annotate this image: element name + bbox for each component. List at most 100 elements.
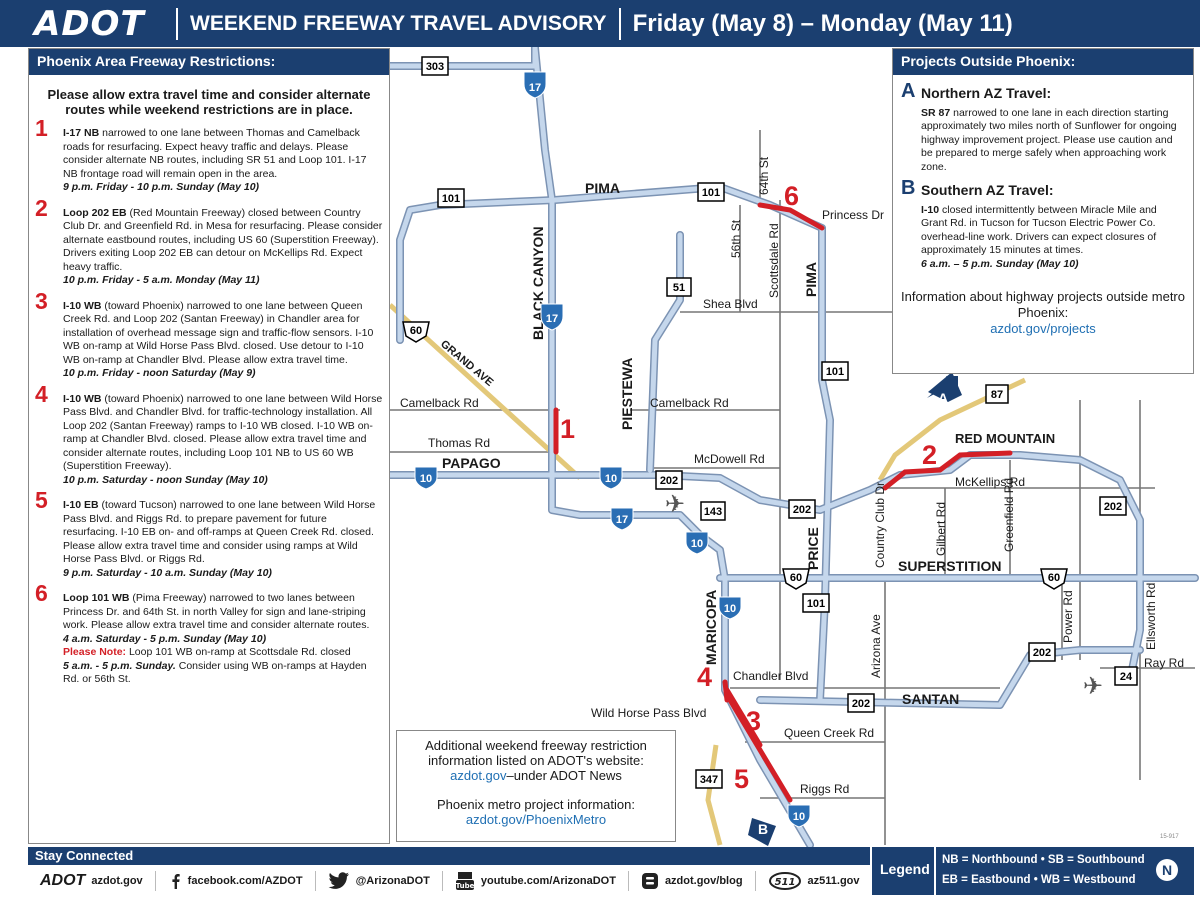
header-divider [618, 7, 621, 40]
social-facebook[interactable]: facebook.com/AZDOT [156, 871, 316, 891]
youtube-icon: Tube [456, 872, 475, 890]
shield-202: 202 [655, 470, 683, 490]
label-ray-rd: Ray Rd [1144, 656, 1184, 670]
svg-text:202: 202 [1104, 501, 1122, 513]
label-pima-east: PIMA [803, 262, 819, 297]
shield-202: 202 [788, 499, 816, 519]
svg-text:303: 303 [426, 61, 444, 73]
restriction-item-3: 3 I-10 WB (toward Phoenix) narrowed to o… [35, 287, 374, 379]
label-wild-horse-pass-blvd: Wild Horse Pass Blvd [591, 706, 706, 720]
label-mckellips-rd: McKellips Rd [955, 475, 1025, 489]
facebook-icon [172, 874, 180, 889]
social-az511[interactable]: 511 az511.gov [756, 871, 872, 891]
restriction-item-5: 5 I-10 EB (toward Tucson) narrowed to on… [35, 487, 376, 579]
shield-24: 24 [1114, 666, 1138, 686]
label-thomas-rd: Thomas Rd [428, 436, 490, 450]
shield-us-60: 60 [1040, 568, 1068, 590]
svg-text:10: 10 [691, 538, 703, 550]
shield-303: 303 [421, 56, 449, 76]
az511-icon: 511 [768, 872, 801, 890]
marker-1: 1 [560, 414, 575, 444]
marker-a-arrow-icon: A [927, 372, 962, 406]
blog-icon [641, 873, 658, 889]
label-shea-blvd: Shea Blvd [703, 297, 758, 311]
svg-text:10: 10 [420, 473, 432, 485]
legend-title: Legend [880, 861, 930, 877]
shield-us-60: 60 [402, 321, 430, 343]
marker-5: 5 [734, 764, 749, 794]
legend: Legend NB = Northbound • SB = Southbound… [872, 847, 1194, 895]
panel-title: Phoenix Area Freeway Restrictions: [29, 49, 389, 75]
svg-text:A: A [938, 390, 948, 406]
route-shields: 303 17 101 101 51 17 60 101 10 10 202 17… [402, 56, 1138, 828]
marker-3: 3 [746, 706, 761, 736]
label-gilbert-rd: Gilbert Rd [934, 502, 948, 556]
shield-202: 202 [1028, 642, 1056, 662]
svg-text:347: 347 [700, 774, 718, 786]
svg-text:17: 17 [529, 82, 541, 94]
label-princess-dr: Princess Dr [822, 208, 884, 222]
svg-text:51: 51 [673, 282, 685, 294]
label-56th-st: 56th St [729, 219, 743, 258]
shield-101: 101 [802, 593, 830, 613]
svg-text:202: 202 [1033, 647, 1051, 659]
social-youtube[interactable]: Tube youtube.com/ArizonaDOT [443, 871, 629, 891]
restriction-item-6: 6 Loop 101 WB (Pima Freeway) narrowed to… [35, 580, 370, 685]
shield-51: 51 [666, 277, 692, 297]
label-piestewa: PIESTEWA [619, 358, 635, 430]
svg-text:202: 202 [793, 504, 811, 516]
project-item-a: A Northern AZ Travel: SR 87 narrowed to … [901, 80, 1177, 173]
label-greenfield-rd: Greenfield Rd [1002, 478, 1016, 552]
label-camelback-rd-east: Camelback Rd [650, 396, 729, 410]
social-blog[interactable]: azdot.gov/blog [629, 871, 756, 891]
label-ellsworth-rd: Ellsworth Rd [1144, 583, 1158, 650]
svg-text:60: 60 [790, 572, 802, 584]
outside-markers: A B [748, 372, 962, 846]
panel-title: Projects Outside Phoenix: [893, 49, 1193, 75]
restriction-markers: 1 2 3 4 5 6 [560, 181, 937, 794]
svg-text:101: 101 [702, 187, 720, 199]
svg-text:60: 60 [1048, 572, 1060, 584]
label-queen-creek-rd: Queen Creek Rd [784, 726, 874, 740]
shield-interstate-10: 10 [414, 466, 438, 490]
legend-line-1: NB = Northbound • SB = Southbound [942, 854, 1145, 866]
arterial-roads [390, 130, 1195, 845]
shield-347: 347 [695, 769, 723, 789]
restriction-segment-5 [727, 697, 793, 803]
svg-text:24: 24 [1120, 671, 1133, 683]
outside-phoenix-panel: Projects Outside Phoenix: A Northern AZ … [892, 48, 1194, 374]
phoenix-metro-link[interactable]: azdot.gov/PhoenixMetro [465, 812, 607, 827]
header-bar: ADOT WEEKEND FREEWAY TRAVEL ADVISORY Fri… [0, 0, 1200, 47]
projects-link[interactable]: azdot.gov/projects [990, 321, 1096, 336]
svg-text:143: 143 [704, 506, 722, 518]
label-riggs-rd: Riggs Rd [800, 782, 849, 796]
svg-text:10: 10 [724, 603, 736, 615]
label-chandler-blvd: Chandler Blvd [733, 669, 808, 683]
svg-text:17: 17 [616, 514, 628, 526]
airport-icon: ✈ [1083, 673, 1103, 700]
label-papago: PAPAGO [442, 455, 501, 471]
label-mcdowell-rd: McDowell Rd [694, 452, 765, 466]
restriction-segments [553, 202, 1013, 803]
marker-2: 2 [922, 440, 937, 470]
azdot-link[interactable]: azdot.gov [450, 768, 507, 783]
road-labels: Princess Dr 56th St 64th St Scottsdale R… [400, 156, 1184, 796]
svg-text:101: 101 [442, 193, 460, 205]
label-arizona-ave: Arizona Ave [869, 614, 883, 678]
svg-text:B: B [758, 821, 768, 837]
svg-text:101: 101 [826, 366, 844, 378]
restriction-segment-6 [757, 202, 825, 231]
social-azdot[interactable]: ADOT azdot.gov [28, 871, 156, 891]
svg-text:202: 202 [660, 475, 678, 487]
legend-line-2: EB = Eastbound • WB = Westbound [942, 874, 1136, 886]
label-maricopa: MARICOPA [703, 590, 719, 665]
shield-us-60: 60 [782, 568, 810, 590]
svg-text:10: 10 [793, 811, 805, 823]
social-twitter[interactable]: @ArizonaDOT [316, 871, 443, 891]
shield-143: 143 [700, 501, 726, 521]
svg-text:60: 60 [410, 325, 422, 337]
label-camelback-rd-west: Camelback Rd [400, 396, 479, 410]
label-pima-north: PIMA [585, 180, 620, 196]
svg-text:87: 87 [991, 389, 1003, 401]
